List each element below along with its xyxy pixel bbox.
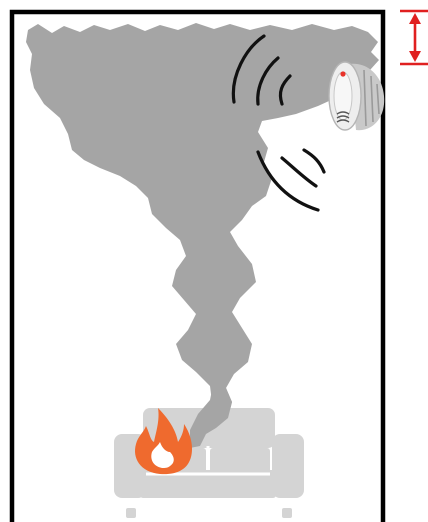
detector-led bbox=[340, 71, 345, 76]
distance-marker-icon bbox=[400, 11, 428, 64]
smoke-detector-icon bbox=[329, 62, 384, 130]
marker-arrow-down bbox=[409, 51, 421, 62]
sofa-cushion-right bbox=[210, 448, 270, 474]
smoke-cloud-icon bbox=[26, 23, 379, 448]
sofa-right-arm bbox=[272, 434, 304, 498]
sofa-leg-right bbox=[282, 508, 292, 518]
sofa-leg-left bbox=[126, 508, 136, 518]
marker-arrow-up bbox=[409, 13, 421, 24]
detector-face bbox=[334, 72, 352, 120]
wave-lower-2 bbox=[282, 158, 316, 186]
wave-lower-1 bbox=[304, 150, 324, 172]
